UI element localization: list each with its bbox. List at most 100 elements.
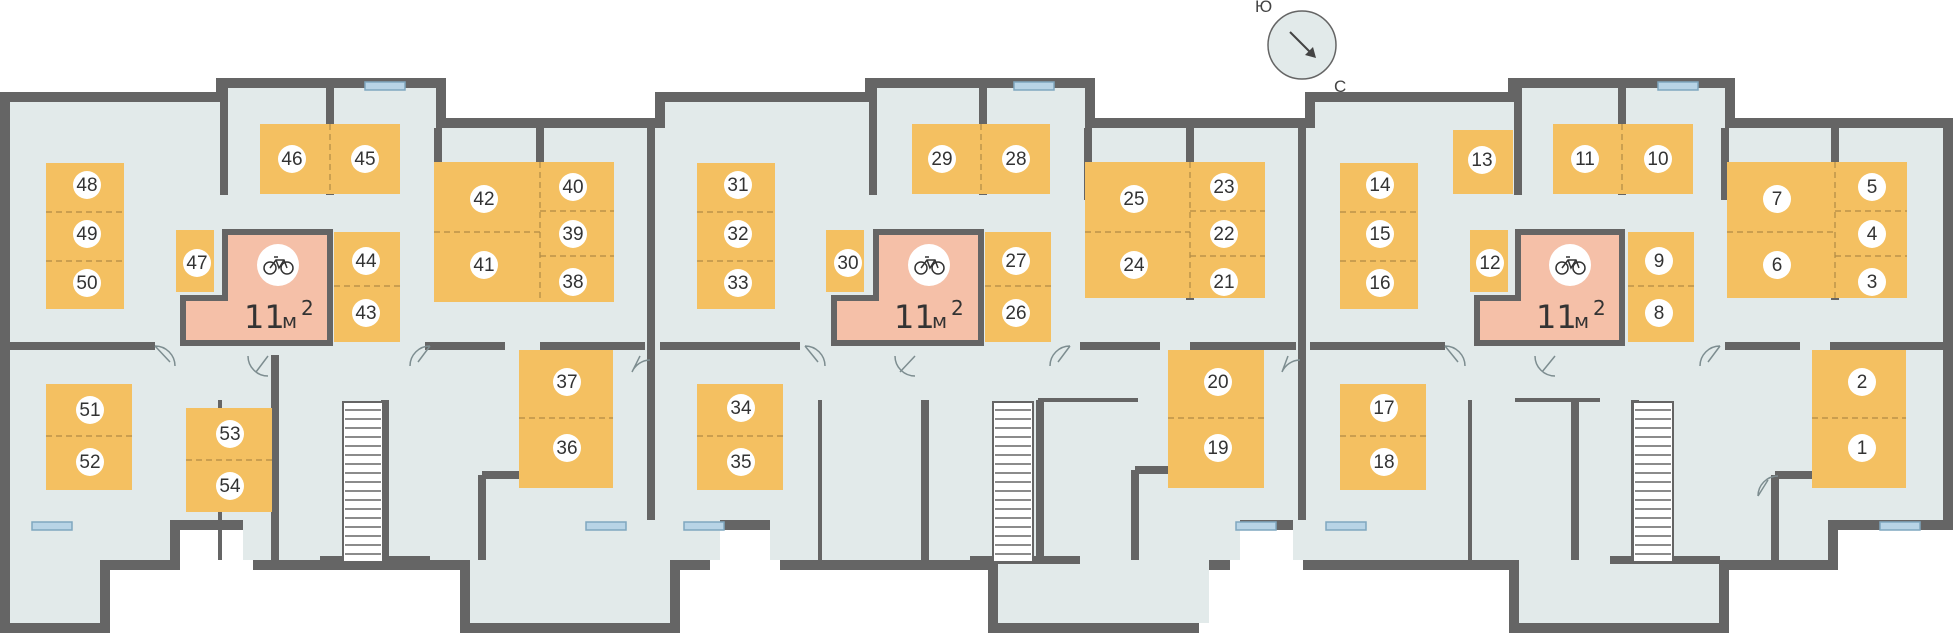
- storage-unit-48[interactable]: 48: [73, 171, 101, 199]
- storage-unit-9[interactable]: 9: [1645, 247, 1673, 275]
- bicycle-icon: [1555, 256, 1586, 275]
- storage-unit-26[interactable]: 26: [1002, 299, 1030, 327]
- bike-room-area-unit: м: [932, 309, 947, 333]
- storage-unit-16[interactable]: 16: [1366, 269, 1394, 297]
- storage-number: 2: [1857, 372, 1868, 393]
- storage-number: 45: [354, 149, 375, 170]
- window: [683, 521, 725, 531]
- storage-unit-20[interactable]: 20: [1204, 368, 1232, 396]
- storage-unit-1[interactable]: 1: [1848, 434, 1876, 462]
- storage-unit-11[interactable]: 11: [1571, 145, 1599, 173]
- storage-unit-2[interactable]: 2: [1848, 368, 1876, 396]
- storage-number: 35: [730, 452, 751, 473]
- door: [1281, 355, 1301, 373]
- storage-unit-13[interactable]: 13: [1468, 146, 1496, 174]
- storage-number-badge: [1002, 247, 1030, 275]
- storage-unit-49[interactable]: 49: [73, 220, 101, 248]
- compass-north-label: С: [1334, 77, 1346, 96]
- storage-unit-25[interactable]: 25: [1120, 185, 1148, 213]
- storage-number: 42: [473, 189, 494, 210]
- storage-number: 38: [562, 272, 583, 293]
- storage-number-badge: [73, 171, 101, 199]
- storage-unit-4[interactable]: 4: [1858, 220, 1886, 248]
- storage-unit-33[interactable]: 33: [724, 269, 752, 297]
- storage-unit-43[interactable]: 43: [352, 299, 380, 327]
- storage-unit-6[interactable]: 6: [1763, 251, 1791, 279]
- storage-unit-18[interactable]: 18: [1370, 448, 1398, 476]
- bike-room-area-value: 11: [244, 298, 285, 336]
- bicycle-icon: [263, 256, 294, 275]
- storage-number-badge: [1366, 269, 1394, 297]
- storage-number-badge: [553, 368, 581, 396]
- door: [804, 345, 826, 367]
- storage-unit-5[interactable]: 5: [1858, 173, 1886, 201]
- storage-unit-14[interactable]: 14: [1366, 171, 1394, 199]
- storage-unit-17[interactable]: 17: [1370, 394, 1398, 422]
- storage-unit-21[interactable]: 21: [1210, 268, 1238, 296]
- storage-number-badge: [1002, 299, 1030, 327]
- storage-number-badge: [73, 220, 101, 248]
- storage-unit-29[interactable]: 29: [928, 145, 956, 173]
- storage-unit-32[interactable]: 32: [724, 220, 752, 248]
- storage-unit-44[interactable]: 44: [352, 247, 380, 275]
- window: [1879, 521, 1921, 531]
- storage-number: 32: [727, 224, 748, 245]
- window: [1013, 81, 1055, 91]
- storage-unit-37[interactable]: 37: [553, 368, 581, 396]
- compass-arrowhead-icon: [1305, 47, 1316, 58]
- storage-unit-38[interactable]: 38: [559, 268, 587, 296]
- storage-unit-34[interactable]: 34: [727, 394, 755, 422]
- storage-number: 33: [727, 273, 748, 294]
- bike-room-area-value: 11: [1536, 298, 1577, 336]
- storage-unit-19[interactable]: 19: [1204, 434, 1232, 462]
- storage-number: 27: [1005, 251, 1026, 272]
- storage-unit-28[interactable]: 28: [1002, 145, 1030, 173]
- storage-unit-51[interactable]: 51: [76, 396, 104, 424]
- bike-room-area-superscript: 2: [1593, 296, 1606, 320]
- storage-unit-31[interactable]: 31: [724, 171, 752, 199]
- storage-unit-50[interactable]: 50: [73, 269, 101, 297]
- storage-number-badge: [559, 173, 587, 201]
- storage-number: 14: [1369, 175, 1391, 196]
- storage-unit-24[interactable]: 24: [1120, 251, 1148, 279]
- storage-number-badge: [724, 269, 752, 297]
- storage-number: 41: [473, 255, 494, 276]
- window: [585, 521, 627, 531]
- storage-unit-7[interactable]: 7: [1763, 185, 1791, 213]
- storage-number: 23: [1213, 177, 1234, 198]
- storage-unit-40[interactable]: 40: [559, 173, 587, 201]
- storage-unit-15[interactable]: 15: [1366, 220, 1394, 248]
- storage-unit-42[interactable]: 42: [470, 185, 498, 213]
- storage-number: 52: [79, 452, 100, 473]
- storage-number: 11: [1575, 149, 1595, 170]
- storage-unit-36[interactable]: 36: [553, 434, 581, 462]
- bike-room-area-unit: м: [1574, 309, 1589, 333]
- doors: [154, 345, 1779, 497]
- storage-unit-27[interactable]: 27: [1002, 247, 1030, 275]
- storage-unit-35[interactable]: 35: [727, 448, 755, 476]
- window: [364, 81, 406, 91]
- storage-number-badge: [216, 420, 244, 448]
- storage-number-badge: [724, 220, 752, 248]
- storage-unit-12[interactable]: 12: [1476, 249, 1504, 277]
- storage-unit-22[interactable]: 22: [1210, 220, 1238, 248]
- storage-unit-45[interactable]: 45: [351, 145, 379, 173]
- compass-south-label: Ю: [1255, 0, 1272, 16]
- storage-unit-3[interactable]: 3: [1858, 268, 1886, 296]
- storage-unit-52[interactable]: 52: [76, 448, 104, 476]
- storage-unit-46[interactable]: 46: [278, 145, 306, 173]
- storage-unit-30[interactable]: 30: [834, 249, 862, 277]
- storage-unit-41[interactable]: 41: [470, 251, 498, 279]
- storage-unit-53[interactable]: 53: [216, 420, 244, 448]
- storage-unit-8[interactable]: 8: [1645, 299, 1673, 327]
- storage-number: 36: [556, 438, 577, 459]
- storage-number: 44: [355, 251, 377, 272]
- storage-unit-47[interactable]: 47: [183, 249, 211, 277]
- storage-unit-23[interactable]: 23: [1210, 173, 1238, 201]
- storage-unit-54[interactable]: 54: [216, 472, 244, 500]
- storage-unit-10[interactable]: 10: [1644, 145, 1672, 173]
- storage-unit-39[interactable]: 39: [559, 220, 587, 248]
- storage-number-badge: [216, 472, 244, 500]
- door: [894, 355, 916, 377]
